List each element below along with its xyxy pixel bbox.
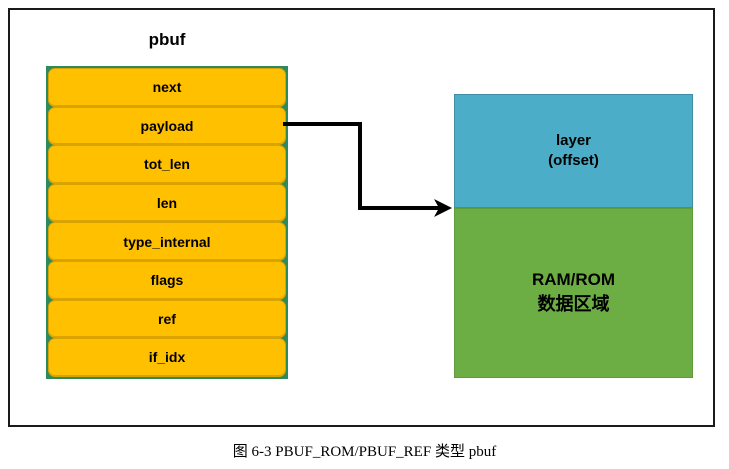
pbuf-field-len: len (48, 183, 286, 223)
memory-block-layer-offset: layer (offset) (454, 94, 693, 208)
layer-label-line2: (offset) (548, 152, 599, 169)
pbuf-field-flags: flags (48, 260, 286, 300)
pbuf-field-tot-len: tot_len (48, 145, 286, 184)
data-label-line1: RAM/ROM (531, 270, 616, 290)
pbuf-field-payload: payload (48, 106, 286, 146)
pbuf-title: pbuf (148, 30, 186, 49)
pbuf-field-ref: ref (48, 299, 286, 339)
pbuf-field-next: next (48, 68, 286, 107)
pbuf-field-type-internal: type_internal (48, 222, 286, 261)
data-label-line2: 数据区域 (537, 294, 610, 315)
pbuf-field-if-idx: if_idx (48, 338, 286, 377)
figure-caption: 图 6-3 PBUF_ROM/PBUF_REF 类型 pbuf (232, 444, 497, 460)
pbuf-struct-stack: next payload tot_len len type_internal f… (46, 66, 288, 379)
memory-block-ram-rom: RAM/ROM 数据区域 (454, 208, 693, 378)
layer-label-line1: layer (555, 131, 592, 149)
